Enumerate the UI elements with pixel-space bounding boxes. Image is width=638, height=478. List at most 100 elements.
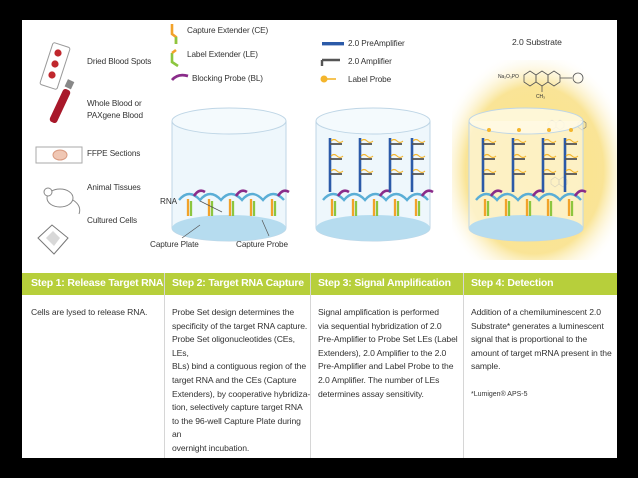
description-line: to the 96-well Capture Plate during an <box>172 415 301 440</box>
description-line: signal that is proportional to the <box>471 334 588 345</box>
well-3 <box>315 107 431 242</box>
legend-amplifier: 2.0 Amplifier <box>348 57 392 66</box>
rna-strand <box>475 192 582 202</box>
label-probe-chain <box>483 138 497 144</box>
description-line: Pre-Amplifier to Probe Set LEs (Label <box>318 334 458 345</box>
step-3-title: Step 3: Signal Amplification <box>318 277 451 289</box>
label-extender-legend-icon <box>170 48 179 68</box>
step-4-title: Step 4: Detection <box>471 277 554 289</box>
blocking-probe <box>336 189 350 197</box>
preamplifier-legend-icon <box>322 42 344 46</box>
rna-strand <box>178 192 285 202</box>
label-probe-chain <box>390 168 404 174</box>
step-2-description: Probe Set design determines the specific… <box>172 306 312 456</box>
substrate-title: 2.0 Substrate <box>512 37 562 47</box>
ffpe-section-slide-icon <box>35 146 83 164</box>
amplifier-legend-icon <box>320 58 340 66</box>
well-2 <box>171 107 287 242</box>
label-probe-chain <box>412 153 426 159</box>
label-probe-chain <box>330 153 344 159</box>
capture-plate-pointer-line <box>181 224 201 239</box>
description-line: Probe Set oligonucleotides (CEs, LEs, <box>172 334 295 358</box>
blocking-probe <box>489 189 503 197</box>
sample-label-paxgene-blood: PAXgene Blood <box>87 111 143 120</box>
substrate-signal-dot <box>569 128 573 132</box>
well-4-detection-tree <box>475 128 587 216</box>
sample-label-ffpe-sections: FFPE Sections <box>87 149 141 158</box>
label-probe-chain <box>390 138 404 144</box>
substrate-signal-dot <box>547 128 551 132</box>
substrate-signal-dot <box>517 128 521 132</box>
description-line: specificity of the target RNA capture. <box>172 320 308 331</box>
label-probe-chain <box>513 153 527 159</box>
label-probe-chain <box>360 138 374 144</box>
label-probe-chain <box>483 168 497 174</box>
label-probe-chain <box>565 138 579 144</box>
description-line: Extenders), 2.0 Amplifier to the 2.0 <box>318 347 447 358</box>
description-line: overnight incubation. <box>172 442 250 453</box>
description-line: tion, selectively capture target RNA <box>172 402 303 413</box>
description-line: Cells are lysed to release RNA. <box>31 307 148 317</box>
step-1-title: Step 1: Release Target RNA <box>31 277 164 289</box>
description-line: amount of target mRNA present in the <box>471 347 612 358</box>
description-line: BLs) bind a contiguous region of the <box>172 361 306 372</box>
blocking-probe <box>420 189 434 197</box>
description-line: Probe Set design determines the <box>172 307 295 317</box>
legend-label-extender: Label Extender (LE) <box>187 50 258 59</box>
step-header-bar <box>22 273 617 295</box>
legend-preamplifier: 2.0 PreAmplifier <box>348 39 405 48</box>
step-1-description: Cells are lysed to release RNA. <box>31 306 161 320</box>
description-line: Signal amplification is performed <box>318 307 439 317</box>
column-divider <box>463 273 464 458</box>
blood-tube-icon <box>49 79 75 124</box>
label-probe-chain <box>330 138 344 144</box>
description-line: determines assay sensitivity. <box>318 388 424 399</box>
substrate-methyl: CH₃ <box>536 94 545 100</box>
label-probe-chain <box>543 153 557 159</box>
description-line: Extenders), by cooperative hybridiza- <box>172 388 311 399</box>
rna-label: RNA <box>160 197 177 206</box>
step-4-description: Addition of a chemiluminescent 2.0 Subst… <box>471 306 617 374</box>
label-probe-legend-icon <box>320 75 336 83</box>
rna-pointer-line <box>199 200 223 213</box>
capture-probe-pointer-line <box>261 219 270 237</box>
well-4 <box>468 107 584 242</box>
blocking-probe <box>276 189 290 197</box>
rna-strand <box>322 192 429 202</box>
blocking-probe <box>234 189 248 197</box>
legend-capture-extender: Capture Extender (CE) <box>187 26 269 35</box>
substrate-formula: Na₂O₃PO <box>498 74 519 80</box>
assay-illustration <box>35 24 617 260</box>
dried-blood-spot-card-icon <box>39 42 71 90</box>
description-line: via sequential hybridization of 2.0 <box>318 320 442 331</box>
label-probe-chain <box>543 168 557 174</box>
sample-label-animal-tissues: Animal Tissues <box>87 183 141 192</box>
label-probe-chain <box>412 138 426 144</box>
assay-diagram-panel: Dried Blood Spots Whole Blood or PAXgene… <box>22 20 617 458</box>
description-line: Addition of a chemiluminescent 2.0 <box>471 307 601 317</box>
step-2-title: Step 2: Target RNA Capture <box>172 277 304 289</box>
well-2-probe-assembly <box>178 189 290 216</box>
label-probe-chain <box>360 153 374 159</box>
description-line: target RNA and the CEs (Capture <box>172 374 297 385</box>
blocking-probe-legend-icon <box>170 73 189 81</box>
step-3-description: Signal amplification is performed via se… <box>318 306 463 401</box>
label-probe-chain <box>483 153 497 159</box>
label-probe-chain <box>390 153 404 159</box>
column-divider <box>310 273 311 458</box>
label-probe-chain <box>513 138 527 144</box>
column-divider <box>164 273 165 458</box>
sample-label-cultured-cells: Cultured Cells <box>87 216 138 225</box>
description-line: 2.0 Amplifier. The number of LEs <box>318 374 440 385</box>
description-line: sample. <box>471 361 501 372</box>
description-line: Substrate* generates a luminescent <box>471 320 604 331</box>
blocking-probe <box>192 189 206 197</box>
petri-dish-icon <box>37 224 69 255</box>
label-probe-chain <box>513 168 527 174</box>
legend-label-probe: Label Probe <box>348 75 392 84</box>
substrate-signal-dot <box>487 128 491 132</box>
blocking-probe <box>573 189 587 197</box>
capture-plate-label: Capture Plate <box>150 240 199 249</box>
capture-probe-label: Capture Probe <box>236 240 288 249</box>
sample-label-whole-blood: Whole Blood or <box>87 99 142 108</box>
